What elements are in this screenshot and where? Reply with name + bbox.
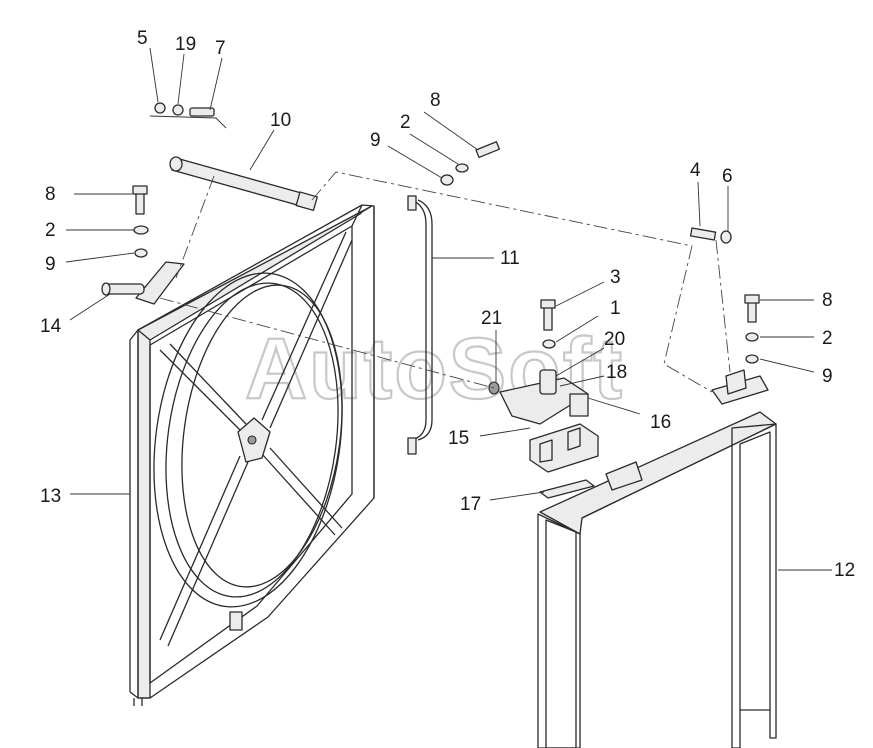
callout-19: 19: [175, 34, 196, 55]
callout-7: 7: [215, 38, 226, 59]
fasteners-3-1: [540, 299, 556, 349]
callout-10: 10: [270, 110, 291, 131]
callout-3: 3: [610, 267, 621, 288]
callout-17: 17: [460, 494, 481, 515]
fasteners-8-2-9-right: [744, 294, 760, 364]
callout-1: 1: [610, 298, 621, 319]
callout-13: 13: [40, 486, 61, 507]
callout-2: 2: [45, 220, 56, 241]
fasteners-9-2-8-center: [440, 141, 501, 186]
callout-14: 14: [40, 316, 62, 337]
callout-11: 11: [500, 248, 520, 269]
callout-8: 8: [430, 90, 441, 111]
callouts: 5 19 7 10 8 2 9 8 2 9 14 11 3 1 21 20 18…: [40, 28, 855, 581]
callout-6: 6: [722, 166, 733, 187]
callout-4: 4: [690, 160, 701, 181]
part-14-bracket: [101, 261, 185, 305]
part-12-radiator-frame: [537, 411, 777, 748]
fasteners-4-6: [689, 227, 732, 244]
part-13-shroud-frame: [129, 204, 375, 706]
callout-15: 15: [448, 428, 469, 449]
callout-18: 18: [606, 362, 627, 383]
fasteners-5-19-7: [149, 102, 227, 129]
callout-9: 9: [822, 366, 833, 387]
callout-8: 8: [45, 184, 56, 205]
alignment-lines: [159, 171, 731, 393]
callout-12: 12: [834, 560, 855, 581]
leader-lines: [65, 47, 832, 571]
fasteners-8-2-9-left: [132, 185, 149, 258]
callout-2: 2: [400, 112, 411, 133]
part-17-plate: [539, 479, 595, 499]
callout-20: 20: [604, 329, 625, 350]
callout-8: 8: [822, 290, 833, 311]
part-11-handle: [407, 195, 433, 455]
callout-5: 5: [137, 28, 148, 49]
callout-2: 2: [822, 328, 833, 349]
callout-9: 9: [45, 254, 56, 275]
part-16-pin-assembly: [488, 369, 589, 425]
callout-9: 9: [370, 130, 381, 151]
part-15-block: [529, 423, 599, 473]
callout-21: 21: [481, 308, 502, 329]
callout-16: 16: [650, 412, 671, 433]
part-10-strut-rod: [169, 156, 318, 212]
right-bracket: [711, 369, 769, 405]
